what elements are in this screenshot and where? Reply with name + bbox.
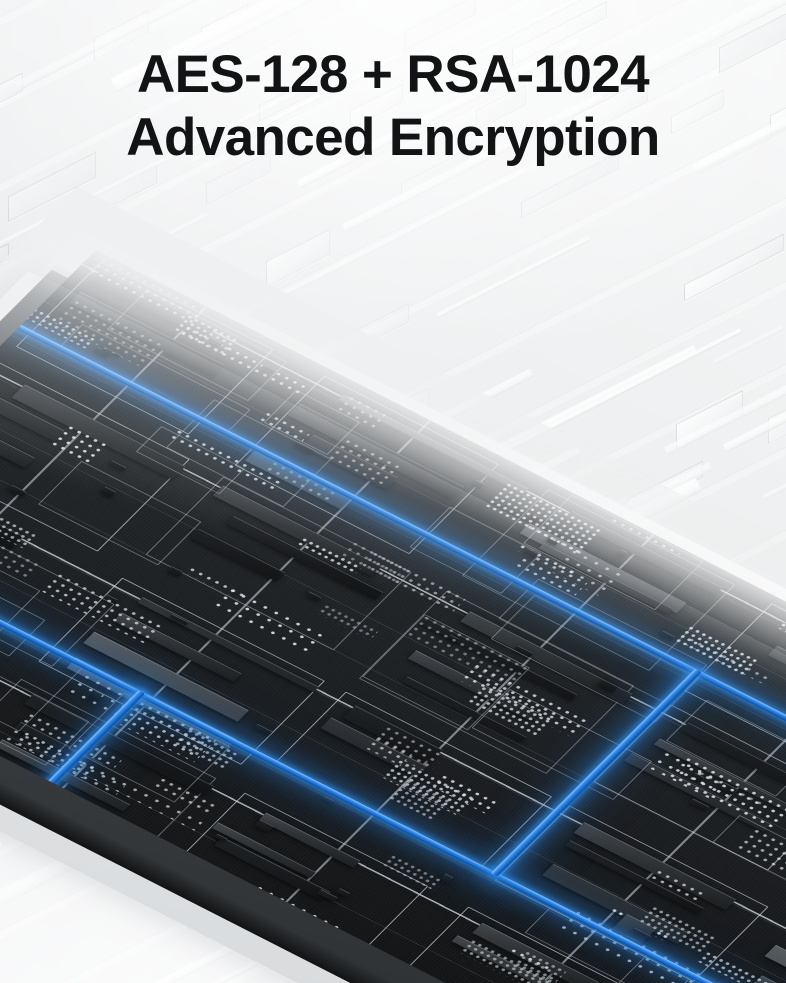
headline-line-2: Advanced Encryption (126, 107, 660, 167)
background-trace-bar (228, 168, 528, 324)
background-trace-bar (436, 236, 591, 318)
blue-signal-trace (490, 668, 702, 877)
pcb-chip (204, 958, 223, 970)
background-trace-bar (712, 325, 784, 365)
headline-line-1: AES-128 + RSA-1024 (136, 45, 650, 104)
pcb-pin-array (0, 843, 26, 882)
headline-block: AES-128 + RSA-1024 Advanced Encryption (0, 44, 786, 169)
